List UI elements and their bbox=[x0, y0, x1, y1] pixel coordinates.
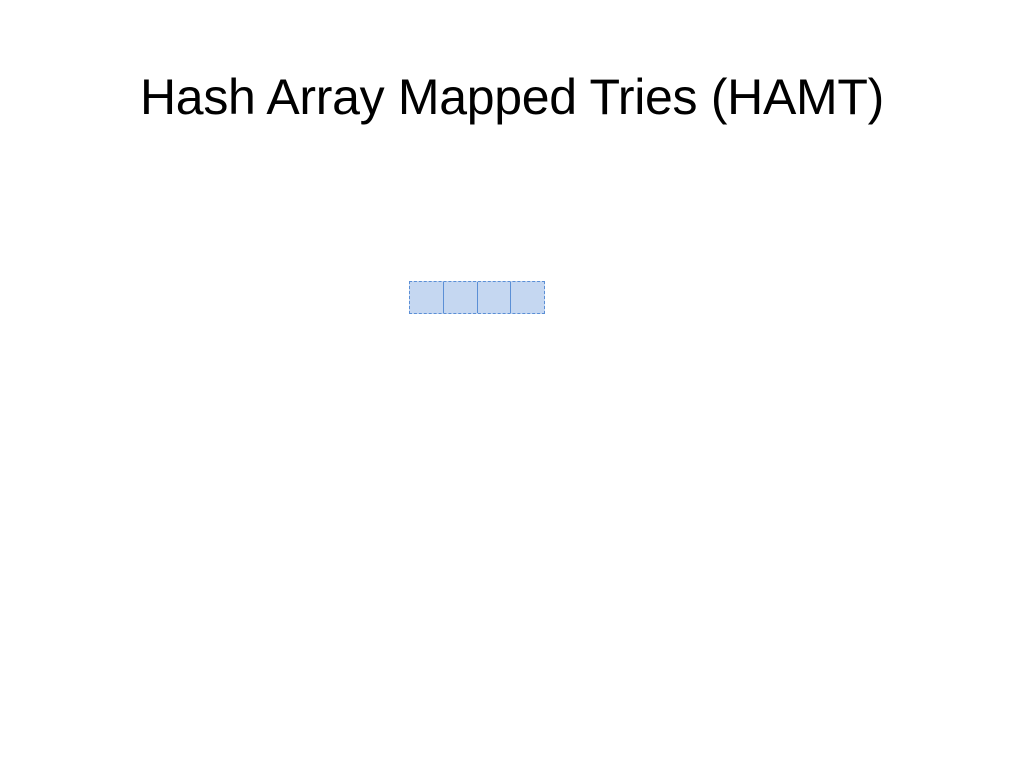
slide-title: Hash Array Mapped Tries (HAMT) bbox=[140, 69, 884, 125]
hamt-node-slot bbox=[510, 282, 544, 313]
hamt-node-slot bbox=[476, 282, 511, 313]
hamt-node-slot bbox=[442, 282, 477, 313]
hamt-node-slot bbox=[410, 282, 443, 313]
hamt-root-node-array bbox=[409, 281, 545, 314]
